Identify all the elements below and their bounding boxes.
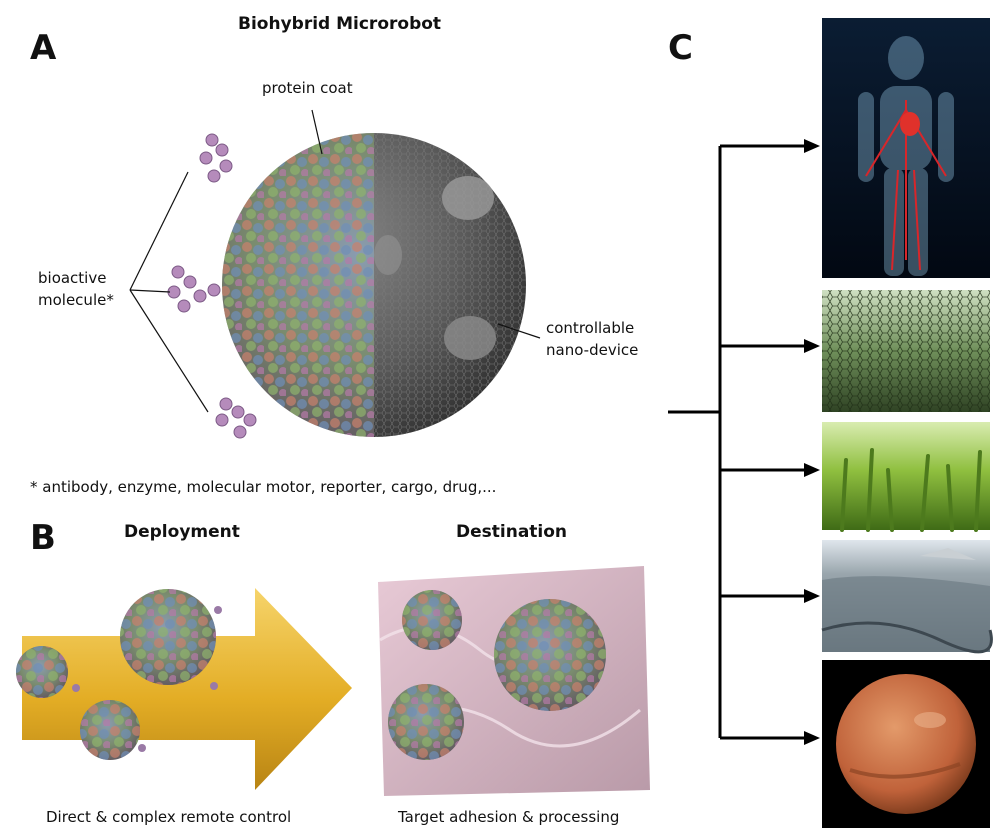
nano-device-pointer [497,323,541,339]
bioactive-label-line2: molecule* [38,291,114,309]
deployment-caption: Direct & complex remote control [46,808,292,826]
deployment-microrobots [16,589,222,760]
graphene-image [822,290,990,412]
antibody-middle [167,265,221,313]
polluted-pond-image [821,540,993,654]
destination-title: Destination [456,522,568,542]
bioactive-label-line1: bioactive [38,269,107,287]
protein-coat-label: protein coat [262,79,353,97]
arrow-heads [804,139,820,745]
panel-a-title: Biohybrid Microrobot [238,14,442,34]
deployment-title: Deployment [124,522,240,542]
device-label-line2: nano-device [546,341,639,359]
nano-device-half [374,133,526,437]
antibody-top [199,133,233,183]
protein-coat-pointer [311,109,323,155]
wheat-field-image [822,422,990,532]
destination-caption: Target adhesion & processing [398,808,620,826]
bioactive-pointer [129,171,209,413]
panel-a-letter: A [30,28,57,68]
branching-arrows [668,144,806,740]
panel-b-letter: B [30,518,56,558]
footnote: * antibody, enzyme, molecular motor, rep… [30,478,497,496]
panel-c-letter: C [668,28,693,68]
microrobot-illustration [129,109,541,439]
device-label-line1: controllable [546,319,635,337]
destination-surface [378,566,650,796]
human-body-image [822,18,990,278]
mars-image [822,660,990,828]
mars-planet [836,674,976,814]
antibody-bottom [215,397,257,439]
